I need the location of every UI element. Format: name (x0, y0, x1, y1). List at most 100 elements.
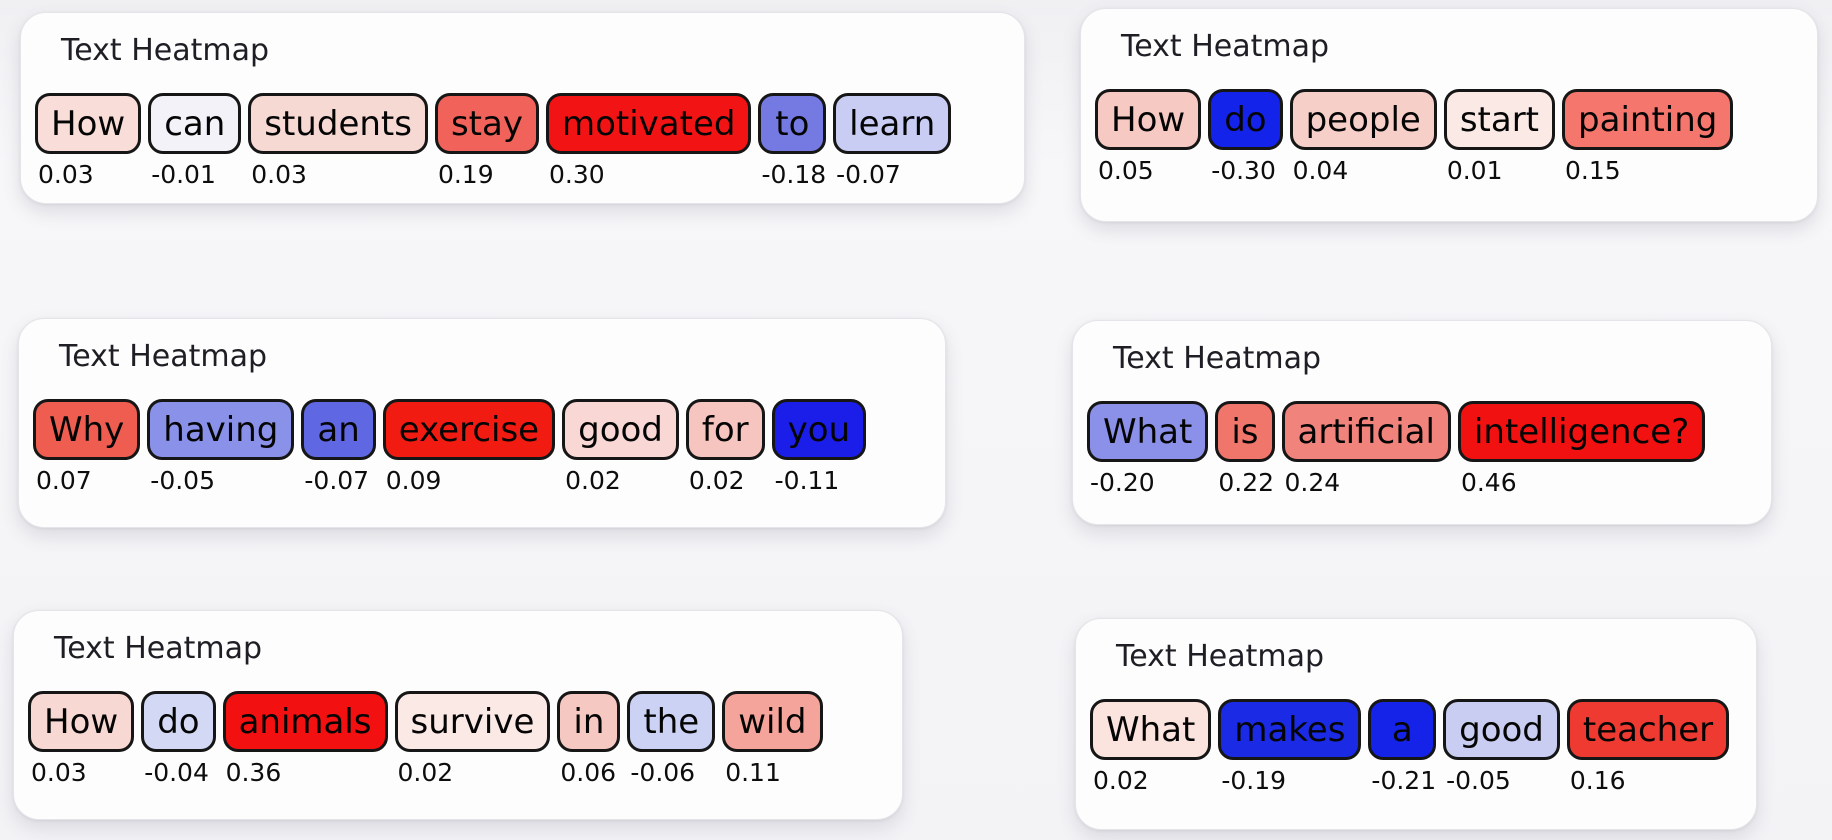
token-value: 0.03 (38, 160, 94, 189)
token-value: 0.36 (225, 758, 282, 787)
card-title: Text Heatmap (1116, 639, 1325, 674)
token-box[interactable]: a (1368, 699, 1437, 760)
token-cell: How 0.03 (35, 93, 142, 189)
token-box[interactable]: How (1095, 89, 1202, 150)
token-box[interactable]: in (557, 691, 621, 752)
token-box[interactable]: good (1443, 699, 1560, 760)
token-box[interactable]: can (148, 93, 242, 154)
token-box[interactable]: do (1208, 89, 1283, 150)
token-value: -0.07 (304, 466, 370, 495)
token-cell: students 0.03 (248, 93, 428, 189)
token-value: 0.16 (1569, 766, 1626, 795)
token-box[interactable]: exercise (382, 399, 556, 460)
token-cell: What 0.02 (1090, 699, 1212, 795)
token-value: 0.07 (36, 466, 92, 495)
card-title: Text Heatmap (1121, 29, 1330, 64)
token-value: 0.09 (385, 466, 442, 495)
token-box[interactable]: to (758, 93, 827, 154)
token-box[interactable]: do (141, 691, 216, 752)
token-value: 0.24 (1284, 468, 1341, 497)
token-value: -0.18 (761, 160, 827, 189)
token-box[interactable]: having (147, 399, 295, 460)
token-value: 0.02 (688, 466, 745, 495)
token-cell: intelligence?0.46 (1457, 401, 1706, 497)
token-box[interactable]: learn (833, 93, 952, 154)
token-box[interactable]: you (771, 399, 867, 460)
token-cell: start 0.01 (1443, 89, 1556, 185)
token-value: 0.01 (1446, 156, 1503, 185)
token-box[interactable]: good (562, 399, 679, 460)
token-box[interactable]: wild (722, 691, 823, 752)
token-box[interactable]: start (1443, 89, 1556, 150)
token-box[interactable]: the (627, 691, 716, 752)
token-value: -0.04 (144, 758, 209, 787)
token-cell: stay 0.19 (434, 93, 539, 189)
token-cell: wild 0.11 (722, 691, 823, 787)
token-box[interactable]: How (28, 691, 135, 752)
token-cell: exercise 0.09 (382, 399, 556, 495)
token-cell: can-0.01 (148, 93, 242, 189)
token-box[interactable]: intelligence? (1457, 401, 1706, 462)
token-value: -0.11 (774, 466, 840, 495)
token-cell: having-0.05 (147, 399, 295, 495)
token-value: 0.02 (565, 466, 621, 495)
token-box[interactable]: students (248, 93, 428, 154)
token-box[interactable]: artificial (1281, 401, 1451, 462)
token-value: 0.30 (548, 160, 605, 189)
token-box[interactable]: How (35, 93, 142, 154)
card-title: Text Heatmap (1113, 341, 1322, 376)
token-value: 0.02 (397, 758, 454, 787)
token-box[interactable]: an (301, 399, 376, 460)
token-value: -0.21 (1371, 766, 1437, 795)
token-value: -0.07 (836, 160, 901, 189)
token-box[interactable]: survive (394, 691, 551, 752)
token-cell: animals 0.36 (222, 691, 388, 787)
token-value: -0.19 (1221, 766, 1287, 795)
token-cell: for 0.02 (685, 399, 765, 495)
token-value: -0.30 (1211, 156, 1276, 185)
token-cell: Why 0.07 (33, 399, 141, 495)
token-box[interactable]: painting (1562, 89, 1734, 150)
token-cell: artificial 0.24 (1281, 401, 1451, 497)
token-box[interactable]: stay (434, 93, 539, 154)
token-value: 0.11 (725, 758, 781, 787)
token-box[interactable]: Why (33, 399, 141, 460)
token-box[interactable]: makes (1218, 699, 1362, 760)
card-title: Text Heatmap (54, 631, 263, 666)
card-title: Text Heatmap (59, 339, 268, 374)
token-box[interactable]: motivated (545, 93, 752, 154)
token-cell: What -0.20 (1087, 401, 1209, 497)
token-box[interactable]: animals (222, 691, 388, 752)
token-cell: motivated 0.30 (545, 93, 752, 189)
token-cell: an -0.07 (301, 399, 376, 495)
token-value: 0.04 (1292, 156, 1349, 185)
token-cell: good 0.02 (562, 399, 679, 495)
token-box[interactable]: people (1289, 89, 1437, 150)
token-box[interactable]: is (1215, 401, 1275, 462)
token-value: 0.19 (437, 160, 494, 189)
token-value: 0.03 (251, 160, 307, 189)
card-title: Text Heatmap (61, 33, 270, 68)
token-box[interactable]: teacher (1566, 699, 1730, 760)
token-box[interactable]: for (685, 399, 765, 460)
token-cell: a -0.21 (1368, 699, 1437, 795)
token-cell: people 0.04 (1289, 89, 1437, 185)
token-value: 0.02 (1093, 766, 1149, 795)
token-cell: the -0.06 (627, 691, 716, 787)
token-value: -0.20 (1090, 468, 1155, 497)
token-box[interactable]: What (1090, 699, 1212, 760)
token-box[interactable]: What (1087, 401, 1209, 462)
token-value: -0.06 (630, 758, 696, 787)
